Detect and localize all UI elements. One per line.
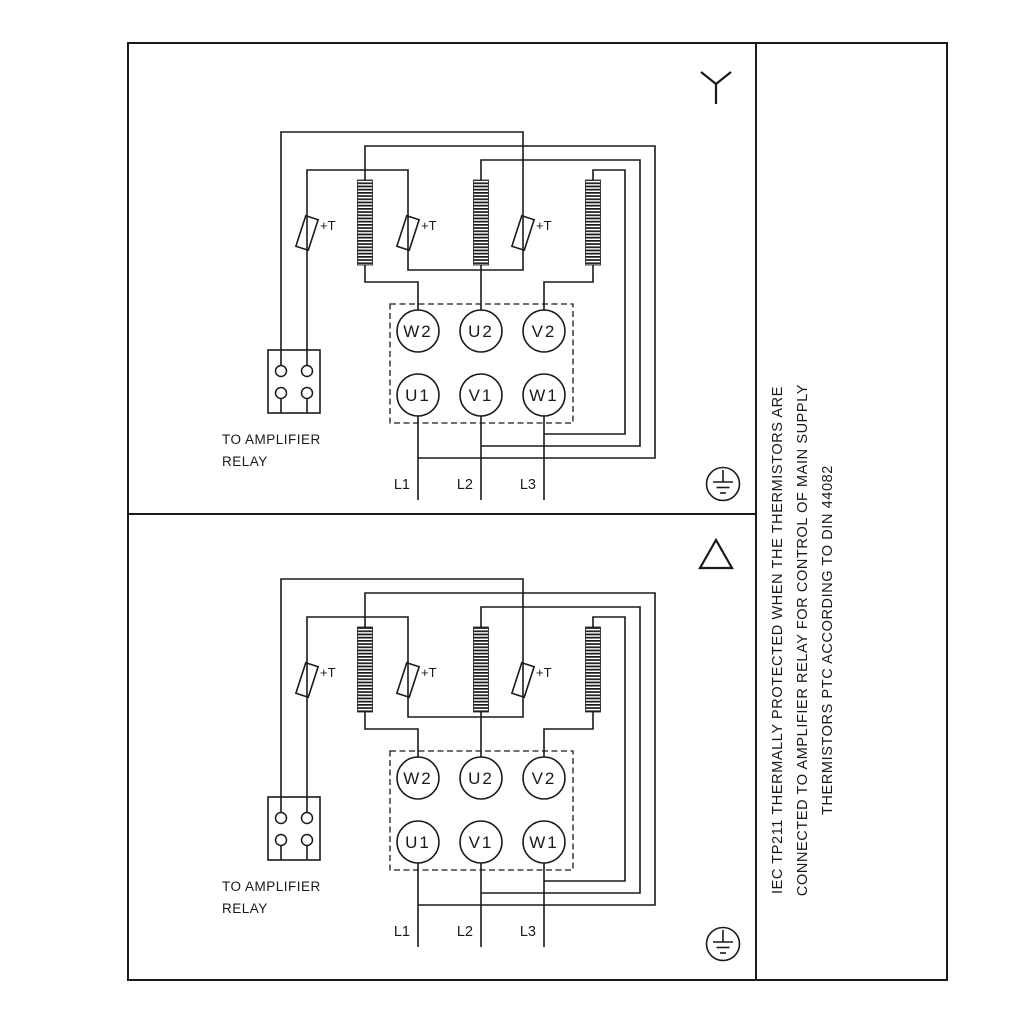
- terminal-label-u1: U1: [405, 386, 431, 405]
- diagram-border: [127, 42, 948, 981]
- terminal-board-outline: [389, 750, 574, 871]
- terminal-v2: [522, 756, 566, 800]
- winding-loop-wire-1: [364, 592, 656, 906]
- terminal-label-v2: V2: [532, 769, 557, 788]
- terminal-w2: [396, 309, 440, 353]
- terminal-w2: [396, 756, 440, 800]
- terminal-label-u2: U2: [468, 769, 494, 788]
- relay-note-line2: RELAY: [222, 901, 268, 916]
- earth-symbol: [705, 926, 741, 962]
- supply-label-l3: L3: [520, 924, 536, 940]
- relay-pin: [274, 833, 288, 847]
- motor-winding-2: [473, 179, 489, 266]
- supply-label-l2: L2: [457, 477, 473, 493]
- terminal-label-v2: V2: [532, 322, 557, 341]
- winding-loop-wire-3: [544, 169, 626, 435]
- terminal-board-outline: [389, 303, 574, 424]
- relay-connector-box: [267, 796, 321, 861]
- thermistor-label: +T: [536, 665, 552, 680]
- supply-label-l2: L2: [457, 924, 473, 940]
- relay-pin: [300, 364, 314, 378]
- supply-label-l1: L1: [394, 477, 410, 493]
- terminal-label-w2: W2: [403, 769, 433, 788]
- terminal-u1: [396, 820, 440, 864]
- terminal-link-wire-3: [543, 265, 594, 310]
- relay-note-line2: RELAY: [222, 454, 268, 469]
- winding-loop-wire-2: [480, 159, 641, 447]
- star-connection-icon: [700, 71, 732, 104]
- terminal-link-wire-1: [364, 265, 419, 310]
- relay-pin: [274, 364, 288, 378]
- relay-connector-box: [267, 349, 321, 414]
- delta-connection-icon: [698, 537, 734, 570]
- motor-winding-2: [473, 626, 489, 713]
- motor-winding-1: [357, 179, 373, 266]
- side-note-line1: IEC TP211 THERMALLY PROTECTED WHEN THE T…: [770, 386, 786, 894]
- panel-star: +T +T +T W2 U2 V2 U1 V1 W1 TO AMPLIFIER …: [222, 71, 741, 502]
- supply-label-l1: L1: [394, 924, 410, 940]
- thermistor-label: +T: [421, 218, 437, 233]
- relay-pin: [274, 811, 288, 825]
- motor-winding-3: [585, 626, 601, 713]
- star-icon-arm-right: [715, 71, 732, 85]
- thermistor-chain-wire: [280, 578, 524, 813]
- relay-pin: [300, 833, 314, 847]
- thermistor-chain-wire: [280, 131, 524, 366]
- winding-loop-wire-1: [364, 145, 656, 459]
- winding-loop-wire-2: [480, 606, 641, 894]
- terminal-label-u2: U2: [468, 322, 494, 341]
- star-icon-arm-left: [700, 71, 717, 85]
- thermistor-label: +T: [320, 665, 336, 680]
- panel-delta: +T +T +T W2 U2 V2 U1 V1 W1 TO AMPLIFIER …: [222, 537, 741, 962]
- terminal-label-w1: W1: [529, 833, 559, 852]
- terminal-v2: [522, 309, 566, 353]
- terminal-label-w2: W2: [403, 322, 433, 341]
- thermistor-label: +T: [421, 665, 437, 680]
- side-note: IEC TP211 THERMALLY PROTECTED WHEN THE T…: [770, 384, 836, 896]
- terminal-v1: [459, 820, 503, 864]
- relay-note-line1: TO AMPLIFIER: [222, 432, 321, 447]
- terminal-label-u1: U1: [405, 833, 431, 852]
- earth-symbol: [705, 466, 741, 502]
- supply-label-l3: L3: [520, 477, 536, 493]
- motor-winding-1: [357, 626, 373, 713]
- side-note-line3: THERMISTORS PTC ACCORDING TO DIN 44082: [820, 465, 836, 815]
- relay-note-line1: TO AMPLIFIER: [222, 879, 321, 894]
- terminal-v1: [459, 373, 503, 417]
- thermistor-label: +T: [320, 218, 336, 233]
- terminal-label-v1: V1: [469, 386, 494, 405]
- terminal-u1: [396, 373, 440, 417]
- relay-pin: [274, 386, 288, 400]
- terminal-label-v1: V1: [469, 833, 494, 852]
- relay-pin: [300, 386, 314, 400]
- terminal-link-wire-3: [543, 712, 594, 757]
- thermistor-label: +T: [536, 218, 552, 233]
- terminal-w1: [522, 820, 566, 864]
- terminal-u2: [459, 756, 503, 800]
- terminal-label-w1: W1: [529, 386, 559, 405]
- terminal-link-wire-1: [364, 712, 419, 757]
- motor-winding-3: [585, 179, 601, 266]
- terminal-w1: [522, 373, 566, 417]
- winding-loop-wire-3: [544, 616, 626, 882]
- side-note-line2: CONNECTED TO AMPLIFIER RELAY FOR CONTROL…: [795, 384, 811, 896]
- terminal-u2: [459, 309, 503, 353]
- relay-pin: [300, 811, 314, 825]
